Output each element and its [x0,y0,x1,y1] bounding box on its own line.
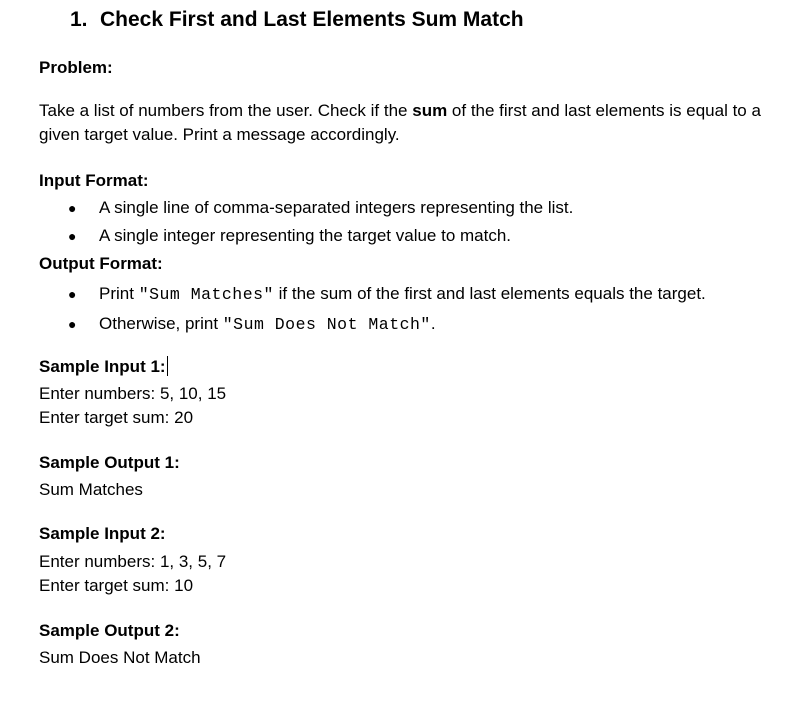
sample-input-1-heading: Sample Input 1: [39,356,168,378]
output-item-prefix: Print [99,284,139,303]
title-text: Check First and Last Elements Sum Match [100,8,524,31]
sample-input-2-heading: Sample Input 2: [39,524,166,543]
text-cursor [166,356,168,376]
problem-text: Take a list of numbers from the user. Ch… [39,99,799,147]
input-format-heading: Input Format: [39,171,149,190]
title-number: 1. [70,8,88,31]
bullet-icon: ● [68,316,77,332]
bullet-icon: ● [68,200,77,216]
sample-output-1-line: Sum Matches [39,480,143,499]
output-format-item: ● Print "Sum Matches" if the sum of the f… [68,283,706,306]
input-format-item-text: A single line of comma-separated integer… [99,198,574,217]
problem-text-before: Take a list of numbers from the user. Ch… [39,101,413,120]
sample-output-2-heading: Sample Output 2: [39,621,180,640]
output-item-prefix: Otherwise, print [99,314,223,333]
sample-input-1-heading-text: Sample Input 1: [39,357,166,376]
sample-input-2-line: Enter numbers: 1, 3, 5, 7 [39,552,227,571]
output-code-sum-does-not-match: "Sum Does Not Match" [222,315,431,334]
sample-input-2-line: Enter target sum: 10 [39,576,194,595]
problem-bold-word: sum [412,101,448,120]
output-format-heading: Output Format: [39,254,163,273]
sample-input-1-line: Enter target sum: 20 [39,408,194,427]
bullet-icon: ● [68,228,77,244]
output-format-item: ● Otherwise, print "Sum Does Not Match". [68,313,436,336]
input-format-item: ● A single line of comma-separated intege… [68,197,573,219]
sample-output-1-heading: Sample Output 1: [39,453,180,472]
output-item-suffix: . [430,314,436,333]
sample-input-1-line: Enter numbers: 5, 10, 15 [39,384,227,403]
output-item-suffix: if the sum of the first and last element… [273,284,706,303]
problem-text-after: of the first and last elements is equal … [39,101,761,144]
problem-heading: Problem: [39,58,113,77]
sample-output-2-line: Sum Does Not Match [39,648,201,667]
input-format-item: ● A single integer representing the targe… [68,225,511,247]
bullet-icon: ● [68,286,77,302]
output-code-sum-matches: "Sum Matches" [138,285,274,304]
page-title: 1. Check First and Last Elements Sum Matc… [70,7,524,33]
input-format-item-text: A single integer representing the target… [99,226,512,245]
